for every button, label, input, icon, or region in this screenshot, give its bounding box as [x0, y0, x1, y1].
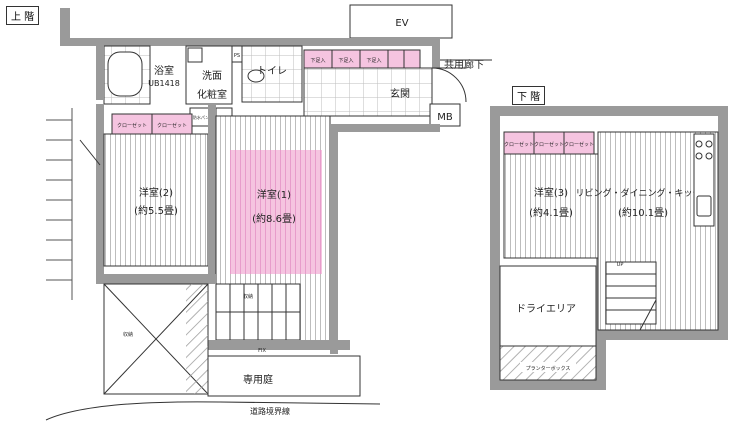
lower-staircase [605, 261, 657, 325]
fix-window-label: FIX [258, 348, 266, 354]
bathtub-icon [107, 51, 143, 97]
room1-name: 洋室(1) [257, 188, 291, 201]
cabinet-label: 下足入 [310, 58, 325, 64]
stove-burner-icon [695, 140, 703, 148]
room1-highlight [230, 150, 322, 274]
bath-model-label: UB1418 [148, 79, 180, 88]
entrance [303, 67, 433, 117]
kitchen-sink-icon [696, 195, 712, 217]
entrance-label: 玄関 [390, 87, 410, 100]
toilet-label: トイレ [257, 66, 287, 77]
road-boundary-line [45, 401, 381, 421]
balcony-railing [46, 108, 73, 300]
ldk-size: (約10.1畳) [618, 206, 668, 219]
ldk-name: リビング・ダイニング・キッチン [575, 187, 710, 199]
closet-b-label: クローゼット [157, 122, 187, 129]
room2-name: 洋室(2) [139, 186, 173, 199]
cabinet-label: 下足入 [366, 58, 381, 64]
washroom-label: 洗面 [202, 70, 222, 82]
meter-box [429, 103, 461, 127]
bath-label: 浴室 [154, 64, 174, 77]
road-boundary-label: 道路境界線 [250, 406, 290, 416]
room3-size: (約4.1畳) [529, 206, 573, 219]
room1-size: (約8.6畳) [252, 212, 296, 225]
upper-floor-tag: 上 階 [6, 6, 40, 25]
western-room-3 [503, 153, 599, 259]
western-room-2 [103, 133, 209, 267]
shoe-cabinets: 下足入 下足入 下足入 [303, 49, 421, 69]
closet-1-label: クローゼット [504, 141, 534, 148]
lightwell-label: 収納 [123, 331, 133, 338]
dry-area-label: ドライエリア [516, 303, 576, 315]
ev-label: EV [395, 18, 408, 29]
garden-label: 専用庭 [243, 373, 273, 386]
room2-size: (約5.5畳) [134, 204, 178, 217]
stove-burner-icon [705, 152, 713, 160]
cabinet-label: 下足入 [338, 58, 353, 64]
closet-b [151, 113, 193, 135]
upper-floor: EV 浴室 UB1418 洗面 化粧室 防水パン シューズ PS トイレ [45, 4, 492, 421]
stove-burner-icon [705, 140, 713, 148]
stove-burner-icon [695, 152, 703, 160]
entrance-door-swing [431, 67, 467, 103]
lower-floor: クローゼット クローゼット クローゼット 洋室(3) (約4.1畳) リビング・… [490, 106, 728, 390]
up-label: UP [617, 262, 624, 268]
private-garden [207, 355, 361, 397]
ps-label: PS [234, 53, 240, 59]
vanity-label: 化粧室 [197, 88, 227, 101]
closet-3-label: クローゼット [564, 141, 594, 148]
closet-2-label: クローゼット [534, 141, 564, 148]
closet-a-label: クローゼット [117, 122, 147, 129]
toilet-icon [247, 69, 265, 83]
sink-icon [187, 47, 203, 63]
room3-name: 洋室(3) [534, 186, 568, 199]
mb-label: MB [437, 112, 453, 123]
planter-label: プランターボックス [526, 365, 571, 372]
staircase [215, 283, 301, 341]
lower-floor-tag: 下 階 [512, 86, 546, 105]
corridor-label: 共用廊下 [444, 58, 484, 71]
storage-label: 収納 [243, 293, 253, 300]
washer-pan-label: 防水パン [193, 114, 209, 120]
